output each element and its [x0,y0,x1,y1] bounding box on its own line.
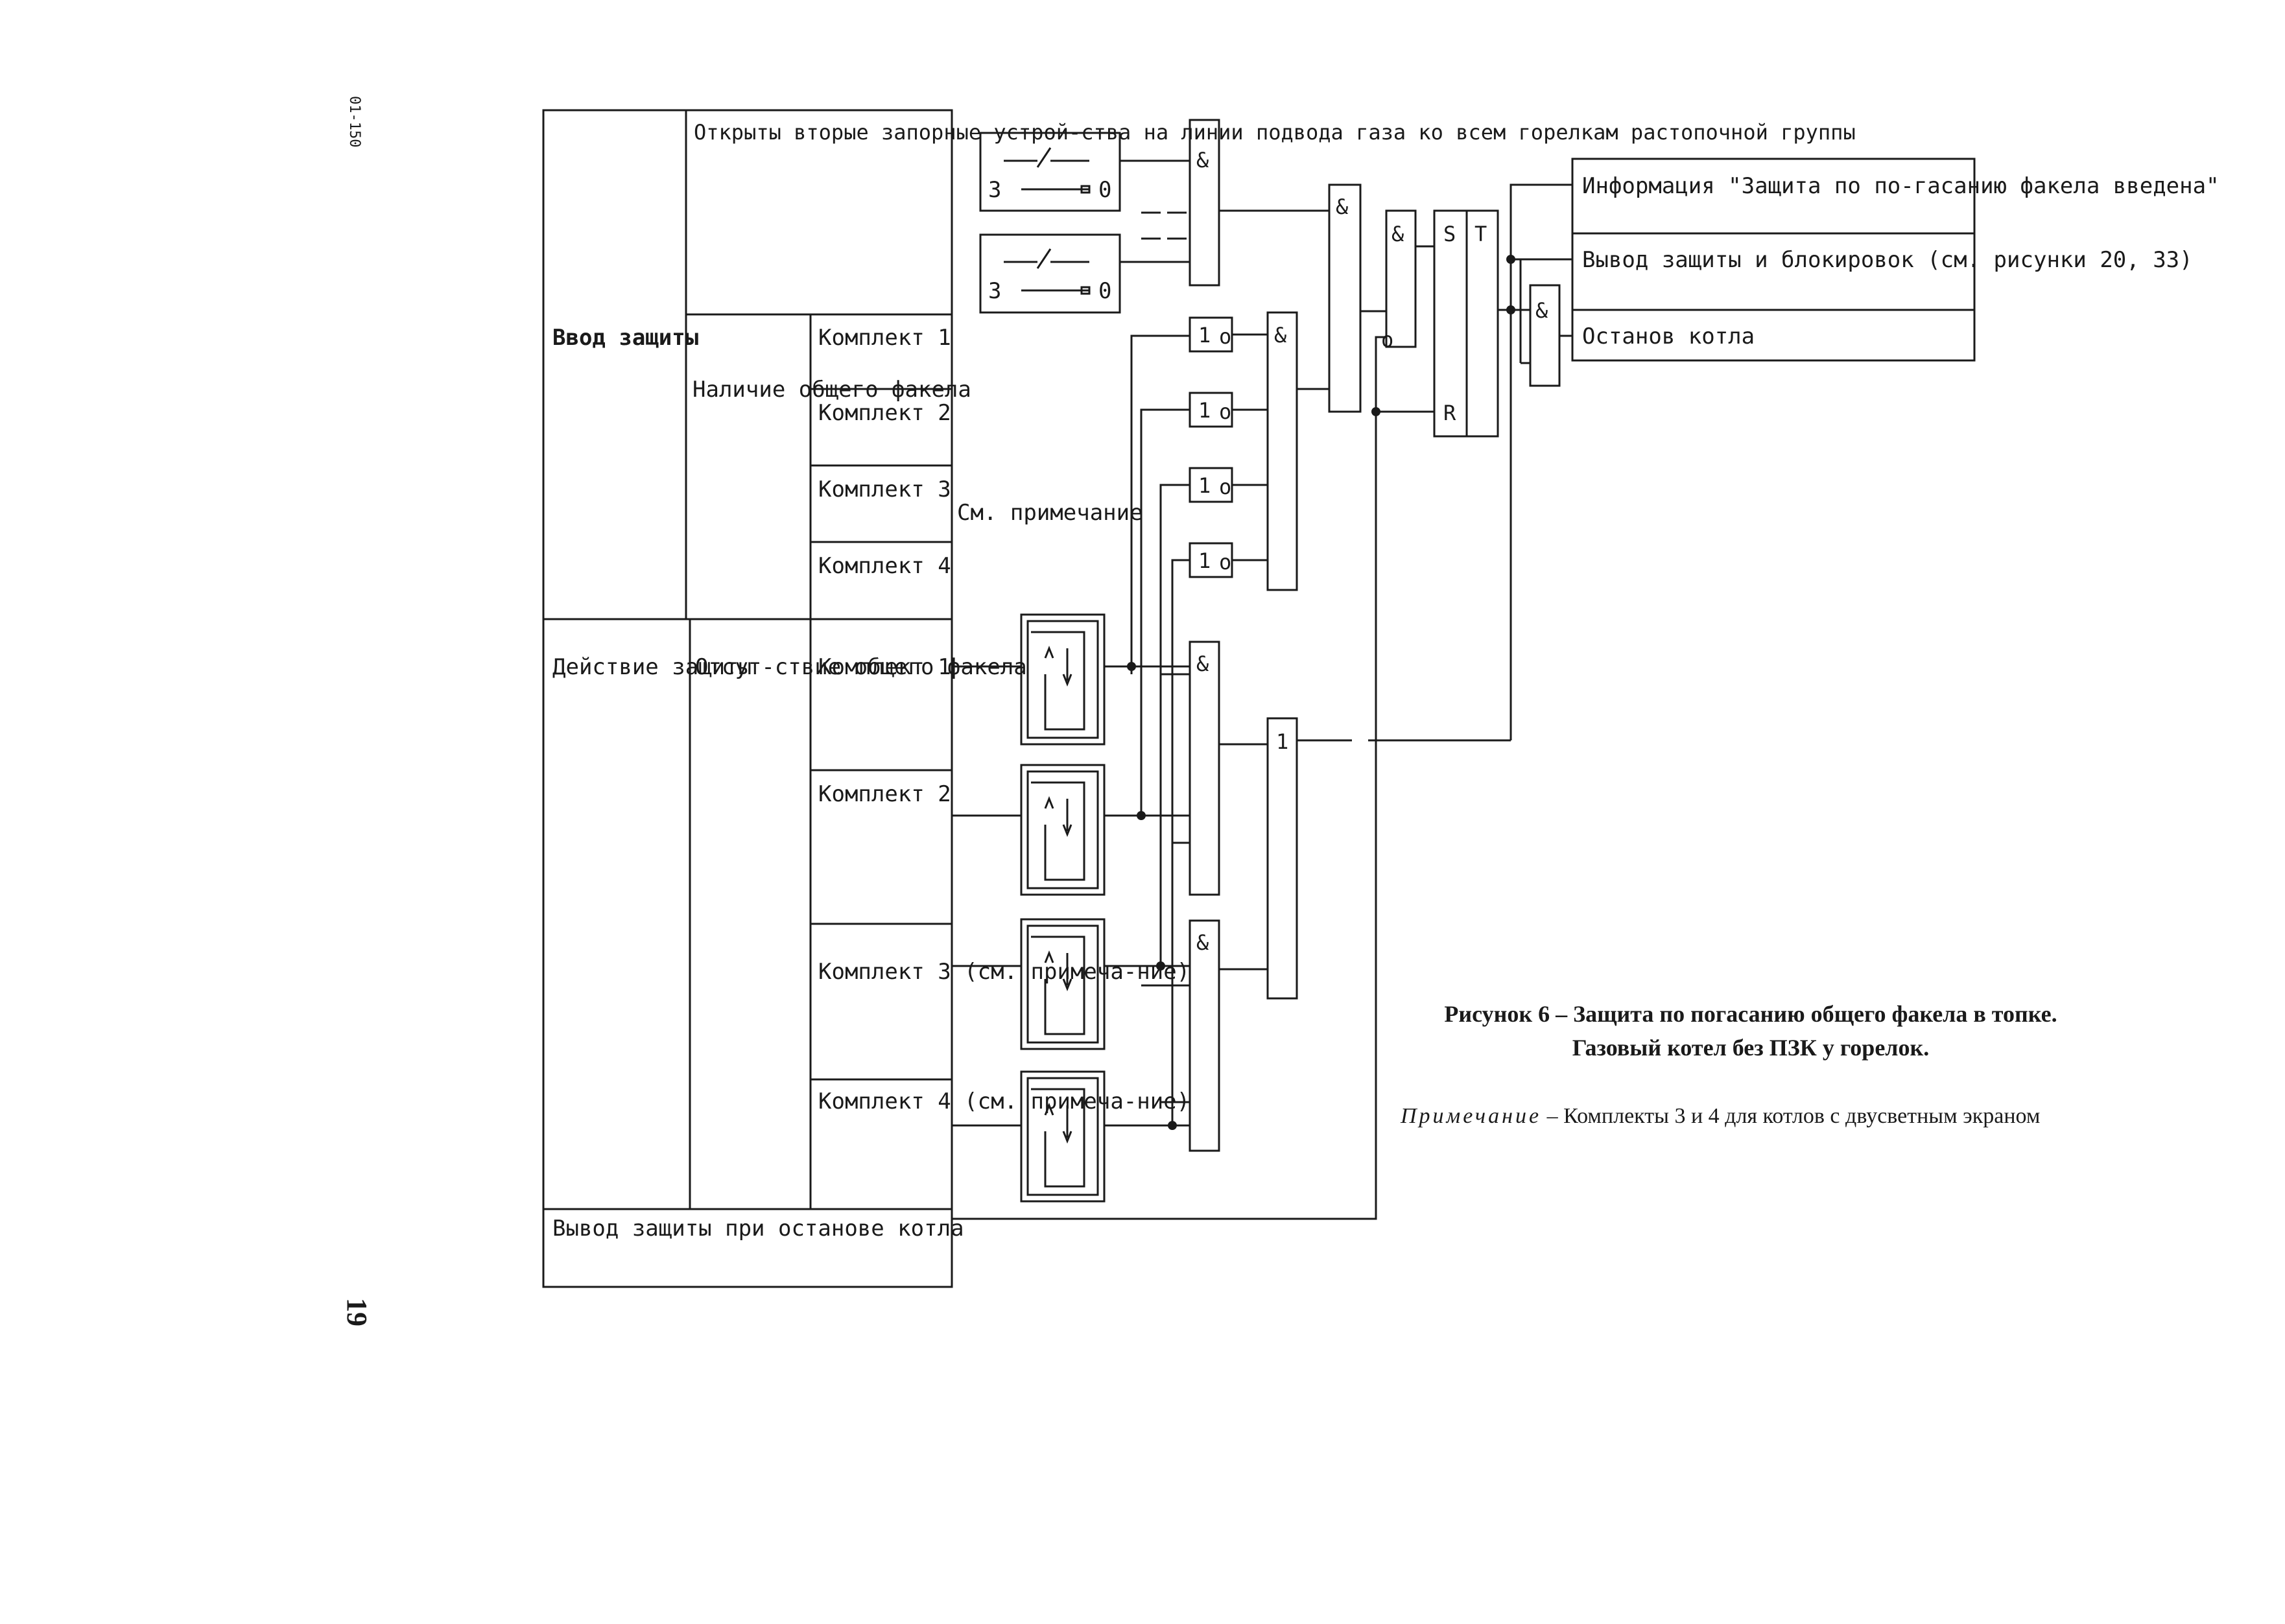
not1-inv: o [1219,324,1231,349]
doors-open-label: Открыты вторые запорные устрой-ства на л… [694,120,1856,145]
enable-group-label: Ввод защиты [552,325,698,351]
action-kit2-label: Комплект 2 [818,781,951,807]
action-kit3-label: Комплект 3 (см. примеча-ние) [818,959,1190,985]
flame-sensor-4 [1020,1070,1106,1203]
and-label-7: & [1535,298,1548,323]
not2-inv: o [1219,399,1231,424]
or-label: 1 [1276,729,1288,754]
and-gate-kits34 [1189,919,1220,1152]
document-code: 01-150 [346,96,362,147]
sr-trigger-t [1465,209,1499,438]
inv-input-label: o [1381,327,1393,352]
see-note-label: См. примечание [957,500,1143,526]
t-label: T [1474,222,1487,246]
enable-kit2-label: Комплект 2 [818,400,951,426]
switch-blocks [979,132,1121,314]
and-gate-set [1385,209,1417,348]
and-label-3: & [1336,194,1349,219]
and-label-5: & [1196,652,1209,676]
or-gate [1266,717,1298,1000]
wiring [952,159,1572,1220]
flame-sensor-1 [1020,613,1106,746]
flame-sensor-2 [1020,764,1106,896]
output-boxes [1571,158,1976,362]
action-group-label: Действие защиты [552,654,752,680]
caption-note-label: Примечание [1401,1104,1542,1128]
s-label: S [1443,222,1456,246]
flame-sensors [1020,613,1106,1203]
logic-gates [1189,119,1561,1152]
r-label: R [1443,401,1456,425]
switch1-open-label: 0 [1098,177,1111,203]
enable-kit4-label: Комплект 4 [818,553,951,579]
action-kit1-label: Комплект 1 [818,654,951,680]
not4-label: 1 [1198,548,1211,573]
and-label-6: & [1196,930,1209,955]
output-stop: Останов котла [1582,324,1755,349]
and-label-4: & [1391,222,1404,246]
not4-inv: o [1219,550,1231,574]
caption-title: Рисунок 6 – Защита по погасанию общего ф… [1401,997,2101,1065]
flame-present-label: Наличие общего факела [693,377,971,403]
page-number: 19 [341,1298,373,1326]
and-gate-main [1328,183,1362,413]
caption-title-line2: Газовый котел без ПЗК у горелок. [1572,1035,1930,1061]
flame-sensor-3 [1020,918,1106,1050]
switch2-open-label: 0 [1098,278,1111,304]
caption-title-line1: Рисунок 6 – Защита по погасанию общего ф… [1444,1001,2057,1027]
not2-label: 1 [1198,398,1211,423]
not1-label: 1 [1198,323,1211,347]
not3-inv: o [1219,475,1231,499]
and-label-1: & [1196,148,1209,172]
and-gate-flame-present [1266,311,1298,591]
and-gate-switches [1189,119,1220,287]
caption-note: Примечание – Комплекты 3 и 4 для котлов … [1401,1102,2101,1131]
not3-label: 1 [1198,473,1211,498]
output-info: Информация "Защита по по-гасанию факела … [1582,173,2220,199]
output-disable: Вывод защиты и блокировок (см. рисунки 2… [1582,247,2193,273]
and-label-2: & [1274,323,1287,347]
and-gate-kits12 [1189,641,1220,896]
input-table [542,109,953,1288]
caption-note-text: – Комплекты 3 и 4 для котлов с двусветны… [1546,1104,2041,1128]
switch2-closed-label: 3 [988,278,1001,304]
disable-on-stop-label: Вывод защиты при останове котла [552,1216,964,1242]
junctions [1127,255,1515,1130]
switch1-closed-label: 3 [988,177,1001,203]
enable-kit1-label: Комплект 1 [818,325,951,351]
enable-kit3-label: Комплект 3 [818,477,951,502]
action-kit4-label: Комплект 4 (см. примеча-ние) [818,1089,1190,1114]
